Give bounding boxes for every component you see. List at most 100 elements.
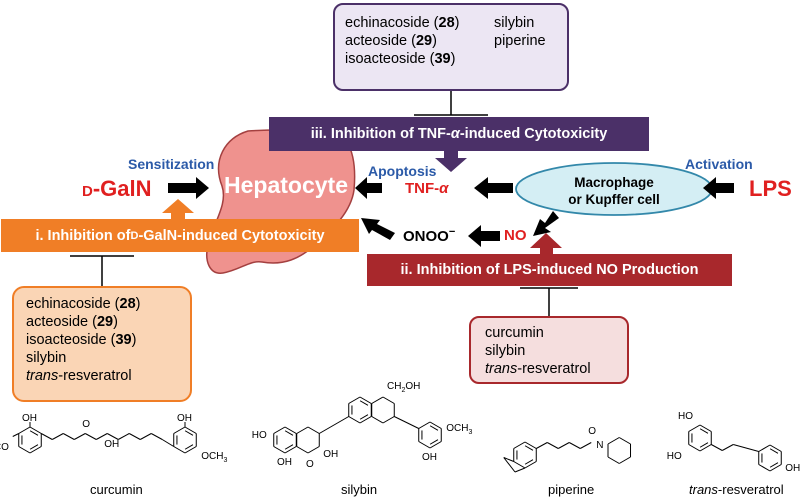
arrow-dgaln-to-hepatocyte <box>168 177 209 199</box>
atom-oh: OH <box>177 413 192 424</box>
resveratrol-ring-a-bond <box>699 444 712 452</box>
arrow-banner-i-up <box>162 199 194 219</box>
atom-n: N <box>596 439 604 451</box>
curcumin-ring-left-bond <box>18 426 31 434</box>
connector-top <box>414 91 488 116</box>
silybin-ring-e-bond <box>418 441 431 449</box>
silybin-ring-e-bond <box>418 421 431 429</box>
atom-oh: OH <box>785 462 801 474</box>
piperine-piperidine-bond <box>619 456 631 464</box>
atom-oh: OH <box>277 457 292 468</box>
compound-acteoside: acteoside (29) <box>26 314 118 330</box>
compound-isoacteoside: isoacteoside (39) <box>345 51 456 67</box>
piperine-dioxole <box>503 457 514 462</box>
atom-o: O <box>306 459 314 470</box>
atom-o: O <box>82 418 91 430</box>
resveratrol-ring-a-bond <box>688 444 701 452</box>
compound-silybin: silybin <box>485 343 526 359</box>
compound-resveratrol: trans-resveratrol <box>26 368 132 384</box>
piperine-piperidine-bond <box>607 437 620 445</box>
atom-ho: HO <box>666 450 682 462</box>
arrow-macrophage-to-no <box>533 211 559 236</box>
atom-och3: OCH3 <box>201 450 228 464</box>
silybin-link <box>319 416 349 434</box>
silybin-ring-a-bond <box>284 426 297 434</box>
atom-o: O <box>588 425 597 437</box>
compound-acteoside: acteoside (29) <box>345 33 437 49</box>
atom-h3co: H3CO <box>0 441 9 453</box>
label-onoo: ONOO− <box>403 226 456 245</box>
silybin-ring-benzodioxane-bond <box>348 416 361 424</box>
arrow-onoo-to-hepatocyte <box>361 218 395 240</box>
silybin-ring-c-bond <box>296 426 309 434</box>
silybin-ring-a-double-bond <box>284 444 294 450</box>
silybin-ring-benzodioxane-double-bond <box>359 414 369 420</box>
curcumin-ring-right-double-bond <box>184 444 194 450</box>
inhibitors-no-box: curcumin silybin trans-resveratrol <box>469 316 629 384</box>
piperine-ring-double-bond <box>524 445 534 451</box>
curcumin-chain <box>140 433 152 440</box>
resveratrol-ring-a-bond <box>688 424 701 432</box>
silybin-ring-benzodioxane-double-bond <box>359 400 369 406</box>
resveratrol-ring-b-bond <box>758 464 771 472</box>
silybin-ring-c-bond <box>307 446 320 454</box>
silybin-ring-e-double-bond <box>429 439 439 445</box>
atom-oh: OH <box>422 452 437 463</box>
curcumin-chain <box>129 433 141 440</box>
atom-och3: OCH3 <box>446 422 473 436</box>
compound-echinacoside: echinacoside (28) <box>26 296 141 312</box>
label-no: NO <box>504 227 527 244</box>
resveratrol-ring-b-double-bond <box>769 448 779 454</box>
piperine-chain <box>547 442 559 449</box>
atom-ho: HO <box>678 411 693 422</box>
silybin-ring-e-bond <box>429 441 442 449</box>
silybin-ring-benzodioxane-bond <box>359 416 372 424</box>
silybin-ring-e-double-bond <box>429 425 439 431</box>
structure-name-piperine: piperine <box>548 482 595 497</box>
curcumin-ring-right-bond <box>173 446 186 454</box>
resveratrol-ring-a-double-bond <box>699 428 709 434</box>
piperine-piperidine-bond <box>619 437 631 445</box>
banner-arrows <box>162 151 562 254</box>
arrow-banner-ii-up <box>530 233 562 254</box>
atom-oh: OH <box>22 413 37 424</box>
banner-dgaln-inhibition: i. Inhibition of D-GalN-induced Cytotoxi… <box>1 219 359 252</box>
atom-ch2oh: CH2OH <box>387 381 421 394</box>
connector-left <box>70 255 134 286</box>
inhibitors-tnf-box: echinacoside (28) acteoside (29) isoacte… <box>333 3 569 91</box>
silybin-ring-c-bond <box>296 446 309 454</box>
resveratrol-chain <box>733 444 759 452</box>
resveratrol-ring-b-bond <box>769 444 782 452</box>
curcumin-chain <box>118 433 130 440</box>
compound-column-2: silybin piperine <box>494 14 546 50</box>
silybin-link <box>394 416 419 429</box>
arrow-no-to-onoo <box>468 225 500 247</box>
piperine-ring-double-bond <box>524 459 534 465</box>
chemical-structures <box>12 396 782 473</box>
connector-right <box>520 287 578 316</box>
compound-silybin: silybin <box>26 350 67 366</box>
curcumin-ring-right-bond <box>184 426 197 434</box>
silybin-ring-dioxane-bond <box>382 396 395 404</box>
resveratrol-chain <box>722 444 734 451</box>
curcumin-chain <box>161 439 175 447</box>
curcumin-ring-right-double-bond <box>184 430 194 436</box>
silybin-ring-benzodioxane-bond <box>359 396 372 404</box>
curcumin-ring-right-bond <box>184 446 197 454</box>
curcumin-ome-bond <box>12 433 19 437</box>
piperine-piperidine-bond <box>607 456 620 464</box>
compound-curcumin: curcumin <box>485 325 544 341</box>
banner-no-inhibition: ii. Inhibition of LPS-induced NO Product… <box>367 254 732 286</box>
silybin-ring-a-bond <box>273 446 286 454</box>
piperine-chain <box>569 442 581 449</box>
label-lps: LPS <box>749 176 792 201</box>
label-apoptosis: Apoptosis <box>368 163 437 179</box>
label-dgaln: D-GalN <box>82 176 152 201</box>
inhibition-connectors <box>70 91 578 316</box>
silybin-ring-c-bond <box>307 426 320 434</box>
silybin-ring-dioxane-bond <box>382 416 395 424</box>
inhibitors-dgaln-box: echinacoside (28) acteoside (29) isoacte… <box>12 286 192 402</box>
silybin-ring-a-bond <box>284 446 297 454</box>
piperine-ring-bond <box>513 441 526 449</box>
